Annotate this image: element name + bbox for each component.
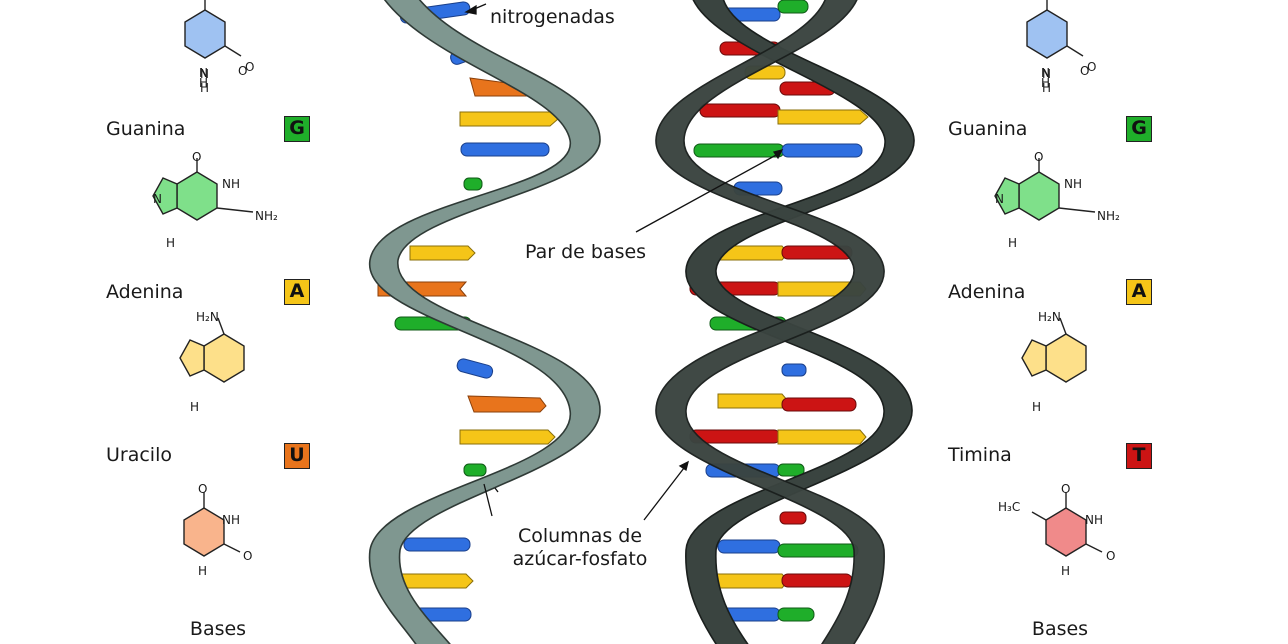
dna-guanine-structure bbox=[994, 158, 1096, 221]
dna-adenine-structure bbox=[1021, 317, 1087, 383]
rna-guanine-badge: G bbox=[284, 116, 310, 142]
dna-thymine-structure bbox=[1031, 492, 1103, 557]
dna-thymine-badge: T bbox=[1126, 443, 1152, 469]
rna-uracil-o-top: O bbox=[198, 482, 208, 496]
svg-text:N: N bbox=[1042, 67, 1051, 81]
dna-adenine-label: Adenina bbox=[948, 281, 1026, 303]
rna-cytosine-n: N bbox=[199, 66, 208, 80]
rna-helix bbox=[368, 0, 601, 644]
svg-text:O: O bbox=[1087, 60, 1096, 74]
dna-guanine-o: O bbox=[1034, 150, 1044, 164]
rna-uracil-o: O bbox=[243, 549, 253, 563]
rna-cytosine-structure: N H O bbox=[184, 0, 254, 95]
rna-uracil-label: Uracilo bbox=[106, 444, 172, 466]
dna-cytosine-n: N bbox=[1041, 66, 1050, 80]
dna-thymine-nh: NH bbox=[1085, 513, 1103, 527]
rna-guanine-o: O bbox=[192, 150, 202, 164]
rna-bases-footer: Bases bbox=[189, 618, 247, 640]
rna-guanine-n: N bbox=[153, 192, 162, 206]
dna-thymine-o-top: O bbox=[1061, 482, 1071, 496]
dna-guanine-badge: G bbox=[1126, 116, 1152, 142]
dna-guanine-h: H bbox=[1008, 236, 1018, 250]
rna-uracil-nh: NH bbox=[222, 513, 240, 527]
nitrogenous-bases-annotation: nitrogenadas bbox=[490, 6, 615, 28]
backbone-annotation-line2: azúcar-fosfato bbox=[512, 548, 648, 570]
dna-bases-footer: Bases bbox=[1031, 618, 1089, 640]
dna-base-pairs bbox=[689, 0, 869, 622]
backbone-annotation-line1: Columnas de bbox=[517, 525, 643, 547]
dna-adenine-badge: A bbox=[1126, 279, 1152, 305]
dna-thymine-h3c: H₃C bbox=[998, 500, 1021, 514]
dna-guanine-nh: NH bbox=[1064, 177, 1082, 191]
dna-thymine-h: H bbox=[1061, 564, 1071, 578]
rna-uracil-badge: U bbox=[284, 443, 310, 469]
base-pair-annotation: Par de bases bbox=[525, 241, 647, 263]
dna-adenine-h2n: H₂N bbox=[1038, 310, 1061, 324]
rna-uracil-h: H bbox=[198, 564, 208, 578]
rna-backbone bbox=[368, 0, 601, 644]
rna-adenine-label: Adenina bbox=[106, 281, 184, 303]
dna-guanine-label: Guanina bbox=[948, 118, 1028, 140]
svg-text:H: H bbox=[200, 81, 209, 95]
rna-adenine-structure bbox=[179, 317, 245, 383]
rna-cytosine-h: H bbox=[199, 76, 209, 90]
rna-uracil-structure bbox=[183, 492, 241, 557]
dna-guanine-n: N bbox=[995, 192, 1004, 206]
rna-cytosine-o: O bbox=[238, 64, 248, 78]
svg-text:O: O bbox=[245, 60, 254, 74]
dna-helix bbox=[655, 0, 915, 644]
dna-backbone-strand-b bbox=[655, 0, 885, 644]
dna-thymine-o: O bbox=[1106, 549, 1116, 563]
rna-guanine-structure bbox=[152, 158, 254, 221]
rna-guanine-nh2: NH₂ bbox=[255, 209, 278, 223]
rna-adenine-h: H bbox=[190, 400, 200, 414]
dna-guanine-nh2: NH₂ bbox=[1097, 209, 1120, 223]
rna-guanine-label: Guanina bbox=[106, 118, 186, 140]
rna-guanine-nh: NH bbox=[222, 177, 240, 191]
dna-cytosine-o: O bbox=[1080, 64, 1090, 78]
rna-guanine-h: H bbox=[166, 236, 176, 250]
rna-adenine-h2n: H₂N bbox=[196, 310, 219, 324]
dna-cytosine-structure: N H O bbox=[1026, 0, 1096, 95]
dna-adenine-h: H bbox=[1032, 400, 1042, 414]
dna-cytosine-h: H bbox=[1041, 76, 1051, 90]
rna-adenine-badge: A bbox=[284, 279, 310, 305]
svg-text:H: H bbox=[1042, 81, 1051, 95]
dna-thymine-label: Timina bbox=[948, 444, 1012, 466]
annotation-leaders bbox=[464, 3, 784, 521]
svg-text:N: N bbox=[200, 67, 209, 81]
